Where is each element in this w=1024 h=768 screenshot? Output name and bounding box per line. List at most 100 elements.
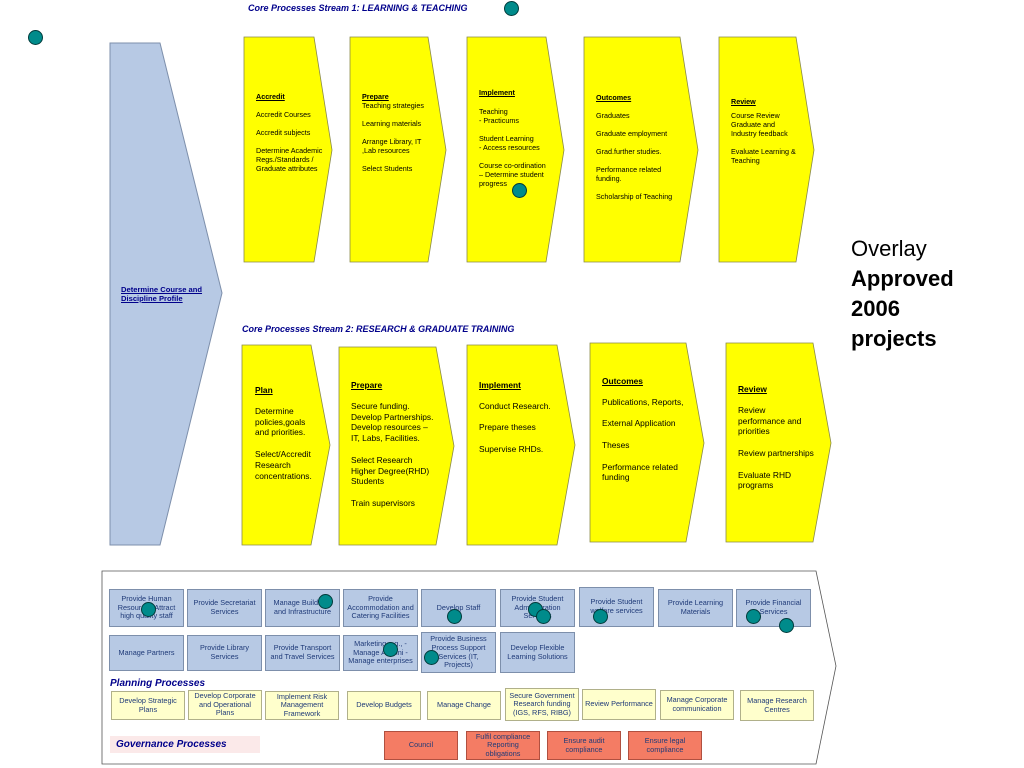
stage-item: Determine Academic Regs./Standards / Gra… <box>256 146 323 173</box>
marker-dot-icon[interactable] <box>512 183 527 198</box>
marker-dot-icon[interactable] <box>504 1 519 16</box>
governance-box[interactable]: Council <box>384 731 458 760</box>
planning-box[interactable]: Secure Government Research funding (IGS,… <box>505 688 579 721</box>
support-box[interactable]: Develop Flexible Learning Solutions <box>500 632 575 673</box>
stream2-stage-prepare: Prepare Secure funding. Develop Partners… <box>351 380 449 520</box>
stage-item: Performance related funding <box>602 461 678 483</box>
planning-box[interactable]: Implement Risk Management Framework <box>265 691 339 720</box>
stream2-title: Core Processes Stream 2: RESEARCH & GRAD… <box>242 324 515 334</box>
marker-dot-icon[interactable] <box>28 30 43 45</box>
support-box[interactable]: Marketing e.g., -Manage Alumni -Manage e… <box>343 635 418 671</box>
support-box[interactable]: Provide Student welfare services <box>579 587 654 627</box>
stage-item: External Application <box>602 418 676 429</box>
support-box[interactable]: Provide Library Services <box>187 635 262 671</box>
stage-item: Learning materials <box>362 119 422 128</box>
stage-item: Supervise RHDs. <box>479 443 544 454</box>
stream1-stage-prepare: Prepare Teaching strategies Learning mat… <box>362 92 442 182</box>
planning-box[interactable]: Review Performance <box>582 689 656 720</box>
stream2-prepare-chevron <box>338 346 455 546</box>
stream2-stage-plan: Plan Determine policies,goals and priori… <box>255 385 327 492</box>
governance-processes-label: Governance Processes <box>110 736 260 753</box>
stream1-accredit-chevron <box>243 36 333 263</box>
support-box[interactable]: Provide Secretariat Services <box>187 589 262 627</box>
stream1-stage-implement: Implement Teaching - Practicums Student … <box>479 88 559 197</box>
stage-title: Review <box>731 97 756 106</box>
stream2-stage-implement: Implement Conduct Research. Prepare thes… <box>479 380 569 466</box>
stage-title: Implement <box>479 380 521 390</box>
marker-dot-icon[interactable] <box>779 618 794 633</box>
marker-dot-icon[interactable] <box>536 609 551 624</box>
stage-item: Theses <box>602 439 630 450</box>
planning-processes-label: Planning Processes <box>110 678 206 689</box>
stream1-title: Core Processes Stream 1: LEARNING & TEAC… <box>248 3 468 13</box>
overlay-caption: Overlay Approved 2006 projects <box>851 234 954 354</box>
stage-item: Accredit subjects <box>256 128 311 137</box>
stage-item: Accredit Courses <box>256 110 311 119</box>
marker-dot-icon[interactable] <box>746 609 761 624</box>
stage-item: Student Learning - Access resources <box>479 134 540 152</box>
stage-item: Graduate employment <box>596 129 668 138</box>
overlay-line: projects <box>851 326 937 351</box>
marker-dot-icon[interactable] <box>424 650 439 665</box>
stage-item: Conduct Research. <box>479 400 551 411</box>
support-box[interactable]: Provide Transport and Travel Services <box>265 635 340 671</box>
stage-item: Teaching strategies <box>362 101 424 110</box>
marker-dot-icon[interactable] <box>593 609 608 624</box>
overlay-line: Approved <box>851 266 954 291</box>
governance-box[interactable]: Fulfil compliance Reporting obligations <box>466 731 540 760</box>
stage-item: Teaching - Practicums <box>479 107 519 125</box>
marker-dot-icon[interactable] <box>383 642 398 657</box>
profile-label[interactable]: Determine Course and Discipline Profile <box>121 285 203 303</box>
stage-item: Select/Accredit Research concentrations. <box>255 448 312 481</box>
planning-box[interactable]: Manage Corporate communication <box>660 690 734 720</box>
planning-box[interactable]: Manage Research Centres <box>740 690 814 721</box>
stream2-plan-chevron <box>241 344 331 546</box>
stage-title: Accredit <box>256 92 285 101</box>
governance-box[interactable]: Ensure audit compliance <box>547 731 621 760</box>
stage-item: Prepare theses <box>479 422 536 433</box>
stream1-stage-review: Review Course Review Graduate and Indust… <box>731 97 809 174</box>
stage-item: Publications, Reports, <box>602 396 684 407</box>
stream1-stage-accredit: Accredit Accredit Courses Accredit subje… <box>256 92 336 182</box>
stage-item: Select Students <box>362 164 413 173</box>
stream2-stage-review: Review Review performance and priorities… <box>738 384 824 502</box>
stage-title: Implement <box>479 88 515 97</box>
stage-item: Review performance and priorities <box>738 404 802 437</box>
stream1-prepare-chevron <box>349 36 447 263</box>
stream1-implement-chevron <box>466 36 565 263</box>
profile-arrow-shape <box>109 42 223 546</box>
stage-item: Course co-ordination – Determine student… <box>479 161 546 188</box>
planning-box[interactable]: Develop Strategic Plans <box>111 691 185 720</box>
stage-title: Prepare <box>351 380 383 390</box>
stage-item: Evaluate Learning & Teaching <box>731 147 796 165</box>
support-box[interactable]: Manage Partners <box>109 635 184 671</box>
stream2-implement-chevron <box>466 344 576 546</box>
stage-item: Review partnerships <box>738 447 814 458</box>
stage-item: Secure funding. Develop Partnerships. De… <box>351 400 434 444</box>
support-box[interactable]: Provide Learning Materials <box>658 589 733 627</box>
support-box[interactable]: Provide Accommodation and Catering Facil… <box>343 589 418 627</box>
marker-dot-icon[interactable] <box>318 594 333 609</box>
governance-box[interactable]: Ensure legal compliance <box>628 731 702 760</box>
stream1-review-chevron <box>718 36 815 263</box>
planning-box[interactable]: Develop Corporate and Operational Plans <box>188 690 262 720</box>
stage-title: Review <box>738 384 767 394</box>
stage-title: Outcomes <box>596 93 632 102</box>
stream2-review-chevron <box>725 342 832 543</box>
overlay-line: Overlay <box>851 236 927 261</box>
stage-item: Arrange Library, IT ,Lab resources <box>362 137 422 155</box>
stream2-stage-outcomes: Outcomes Publications, Reports, External… <box>602 376 698 494</box>
marker-dot-icon[interactable] <box>447 609 462 624</box>
stream2-outcomes-chevron <box>589 342 705 543</box>
marker-dot-icon[interactable] <box>141 602 156 617</box>
stage-item: Evaluate RHD programs <box>738 469 792 491</box>
planning-box[interactable]: Develop Budgets <box>347 691 421 720</box>
stage-item: Train supervisors <box>351 497 415 508</box>
planning-box[interactable]: Manage Change <box>427 691 501 720</box>
overlay-line: 2006 <box>851 296 900 321</box>
stage-item: Performance related funding. <box>596 165 662 183</box>
stream1-outcomes-chevron <box>583 36 699 263</box>
stage-title: Outcomes <box>602 376 643 386</box>
stage-item: Select Research Higher Degree(RHD) Stude… <box>351 454 430 487</box>
stage-item: Course Review Graduate and Industry feed… <box>731 111 788 138</box>
